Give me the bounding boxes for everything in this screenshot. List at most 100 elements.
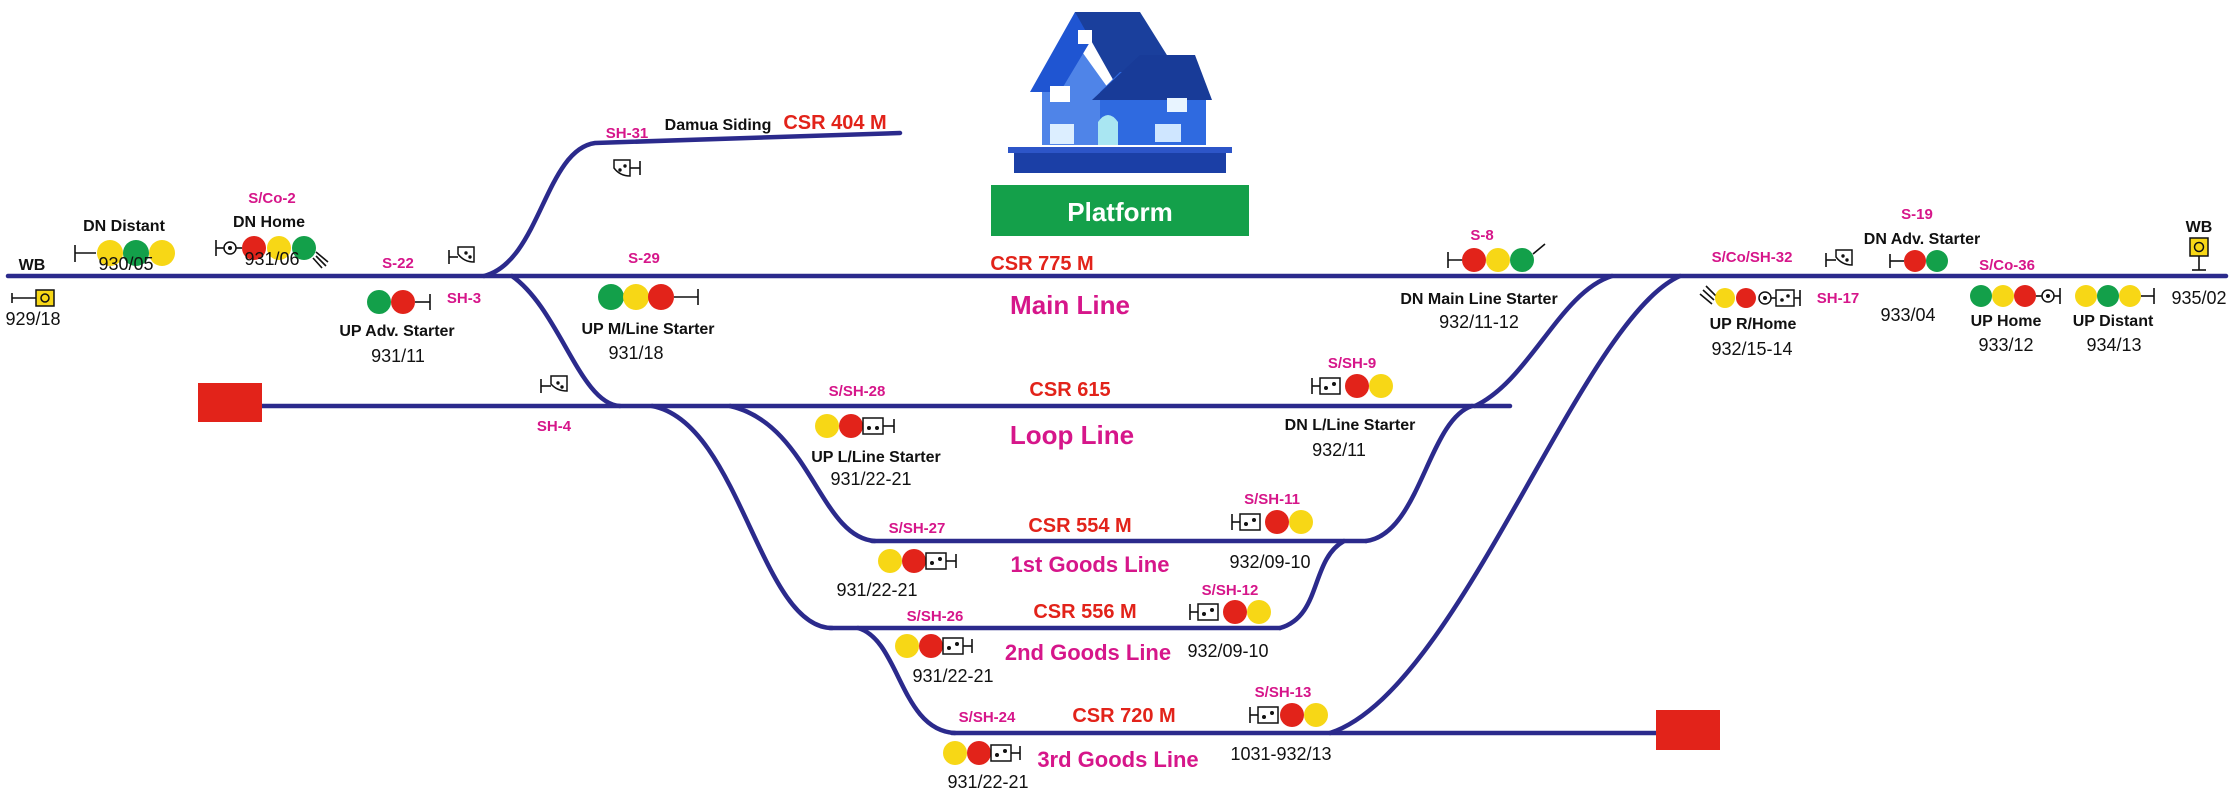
goods3-right-turnout (1327, 273, 1683, 736)
loop-line-csr: CSR 615 (1029, 379, 1110, 401)
goods3-left-turnout (855, 625, 958, 736)
signal-name-dn-home: DN Home (233, 214, 305, 231)
main-line-csr: CSR 775 M (990, 253, 1093, 275)
signal-name-up-distant: UP Distant (2073, 313, 2154, 330)
goods1-left-turnout (727, 403, 878, 544)
signal-id-sco2: S/Co-2 (248, 190, 296, 207)
signal-id-sh31: SH-31 (606, 125, 649, 142)
km-label: 931/22-21 (836, 580, 917, 600)
buffer-stop-goods3-right (1656, 710, 1720, 750)
signal-id-scosh32: S/Co/SH-32 (1712, 249, 1793, 266)
wb-right-label: WB (2186, 219, 2213, 236)
goods2-name: 2nd Goods Line (1005, 640, 1171, 665)
signal-name-dn-main-line-starter: DN Main Line Starter (1400, 291, 1557, 308)
up-lline-starter-signal (815, 414, 895, 438)
signal-id-ssh26: S/SH-26 (907, 608, 964, 625)
signal-id-s29: S-29 (628, 250, 660, 267)
house-icon (1008, 12, 1232, 173)
signal-id-ssh27: S/SH-27 (889, 520, 946, 537)
km-label: 934/13 (2086, 335, 2141, 355)
signal-id-sh17: SH-17 (1817, 290, 1860, 307)
goods3-csr: CSR 720 M (1072, 705, 1175, 727)
platform-label: Platform (1067, 197, 1172, 227)
up-home-signal (1970, 285, 2061, 307)
km-label: 933/12 (1978, 335, 2033, 355)
siding-csr: CSR 404 M (783, 112, 886, 134)
km-label: 933/04 (1880, 305, 1935, 325)
ssh13-signal (1249, 703, 1328, 727)
ssh12-signal (1189, 600, 1271, 624)
loop-to-main-left (509, 273, 623, 409)
main-line-name: Main Line (1010, 290, 1130, 320)
signal-id-ssh13: S/SH-13 (1255, 684, 1312, 701)
km-label: 929/18 (5, 309, 60, 329)
weigh-bridge-right (2189, 237, 2209, 271)
signal-name-up-mline-starter: UP M/Line Starter (581, 321, 714, 338)
tracks (5, 130, 2229, 736)
wb-left-label: WB (19, 257, 46, 274)
dn-lline-starter-signal (1311, 374, 1393, 398)
km-label: 931/06 (244, 249, 299, 269)
goods2-left-turnout (649, 403, 835, 631)
ssh24-signal (943, 741, 1021, 765)
loop-to-main-right (1472, 273, 1615, 409)
signal-id-s19: S-19 (1901, 206, 1933, 223)
goods1-right-turnout (1363, 403, 1475, 544)
km-label: 931/22-21 (830, 469, 911, 489)
dn-adv-starter-signal (1889, 250, 1948, 272)
goods1-name: 1st Goods Line (1011, 552, 1170, 577)
signal-name-up-home: UP Home (1971, 313, 2042, 330)
weigh-bridge-left (11, 289, 55, 307)
km-label: 932/15-14 (1711, 339, 1792, 359)
loop-line-name: Loop Line (1010, 420, 1134, 450)
km-label: 1031-932/13 (1230, 744, 1331, 764)
sh17-shunt-signal (1825, 249, 1853, 267)
signal-id-sh4: SH-4 (537, 418, 572, 435)
goods2-right-turnout (1277, 538, 1347, 631)
km-label: 932/09-10 (1229, 552, 1310, 572)
platform-box (991, 185, 1249, 236)
dn-main-line-starter-signal (1447, 243, 1546, 272)
ssh27-signal (878, 549, 957, 573)
sh3-shunt-signal (448, 246, 475, 264)
goods3-name: 3rd Goods Line (1037, 747, 1198, 772)
signal-name-up-lline-starter: UP L/Line Starter (811, 449, 941, 466)
signal-id-sh3: SH-3 (447, 290, 481, 307)
goods1-csr: CSR 554 M (1028, 515, 1131, 537)
ssh11-signal (1231, 510, 1313, 534)
km-label: 932/09-10 (1187, 641, 1268, 661)
siding-name: Damua Siding (665, 117, 772, 134)
up-distant-signal (2075, 285, 2155, 307)
signal-id-s22: S-22 (382, 255, 414, 272)
signal-name-up-r-home: UP R/Home (1710, 316, 1797, 333)
km-label: 932/11-12 (1439, 312, 1519, 332)
goods2-csr: CSR 556 M (1033, 601, 1136, 623)
km-label: 931/22-21 (947, 772, 1028, 792)
km-label: 931/22-21 (912, 666, 993, 686)
up-adv-starter-signal (367, 290, 431, 314)
damua-siding-track (481, 130, 903, 279)
signal-id-ssh24: S/SH-24 (959, 709, 1016, 726)
km-label: 931/11 (371, 346, 425, 366)
km-label: 930/05 (98, 254, 153, 274)
km-label: 935/02 (2171, 288, 2226, 308)
signal-name-dn-distant: DN Distant (83, 218, 165, 235)
signal-id-ssh12: S/SH-12 (1202, 582, 1259, 599)
signal-id-ssh28: S/SH-28 (829, 383, 886, 400)
ssh26-signal (895, 634, 973, 658)
dn-home-signal (215, 236, 329, 269)
km-label: 932/11 (1312, 440, 1366, 460)
signal-name-up-adv-starter: UP Adv. Starter (339, 323, 454, 340)
buffer-stop-loop-left (198, 383, 262, 422)
signal-id-ssh9: S/SH-9 (1328, 355, 1376, 372)
up-r-home-signal (1699, 285, 1801, 308)
dn-distant-signal (74, 240, 175, 266)
up-mline-starter-signal (598, 284, 699, 310)
signal-name-dn-adv-starter: DN Adv. Starter (1864, 231, 1980, 248)
sh4-shunt-signal (540, 375, 568, 393)
signal-id-ssh11: S/SH-11 (1244, 491, 1300, 508)
sh31-shunt-signal (613, 159, 641, 177)
signal-id-sco36: S/Co-36 (1979, 257, 2035, 274)
signal-id-s8: S-8 (1470, 227, 1493, 244)
